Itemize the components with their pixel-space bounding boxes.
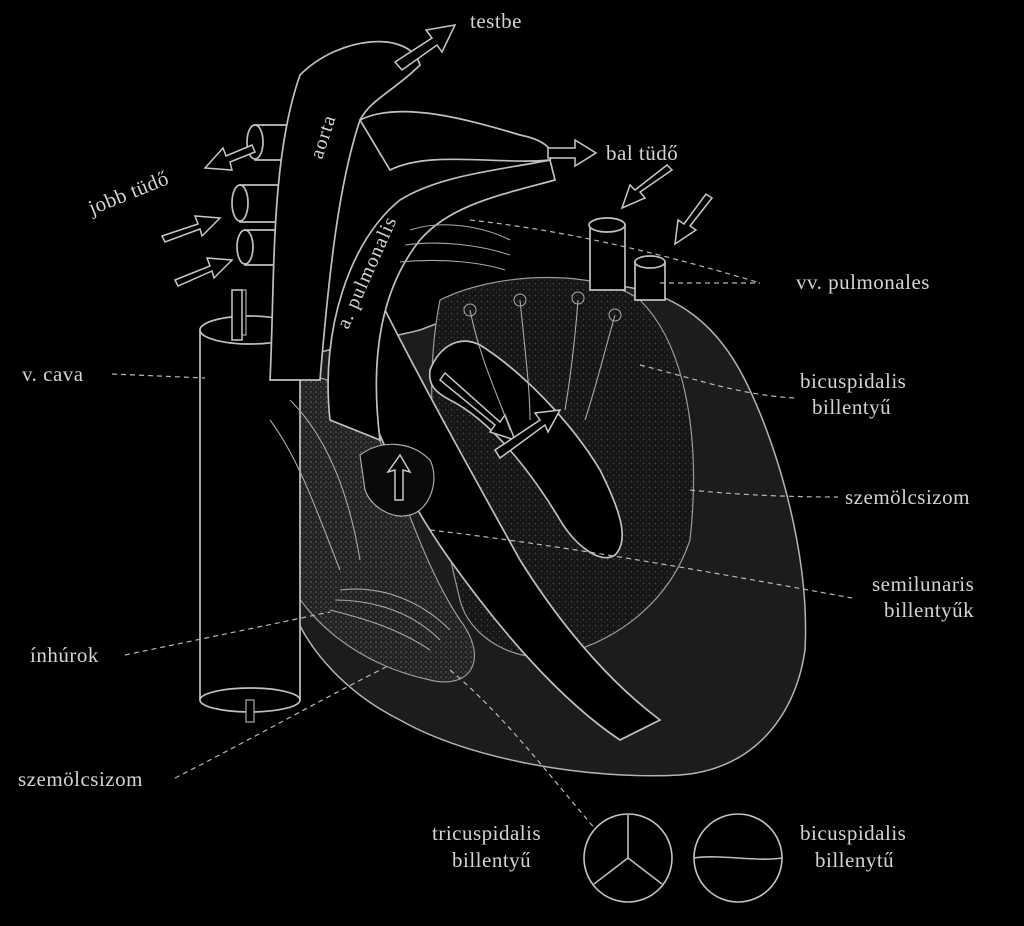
bicuspid-valve-cross-section (694, 814, 782, 902)
arrow-from-left-lung-2 (675, 194, 712, 244)
arrow-to-left-lung (548, 140, 596, 166)
label-tricuspidalis-1: tricuspidalis (432, 821, 541, 845)
arrow-from-right-lung-1 (162, 216, 220, 242)
arrow-from-left-lung-1 (622, 165, 672, 208)
label-bal-tudo: bal tüdő (606, 141, 678, 165)
label-bicuspidalis-billentyu-2: billentyű (812, 395, 891, 419)
label-semilunaris-1: semilunaris (872, 572, 974, 596)
tricuspid-valve-cross-section (584, 814, 672, 902)
arrow-from-right-lung-2 (175, 258, 232, 286)
label-semilunaris-2: billentyűk (884, 598, 974, 622)
arrow-vena-cava (232, 290, 242, 340)
arrow-to-right-lung (205, 145, 255, 170)
label-tricuspidalis-2: billentyű (452, 848, 531, 872)
label-szemolcsizom-left: szemölcsizom (18, 767, 143, 791)
label-testbe: testbe (470, 9, 522, 33)
label-szemolcsizom-right: szemölcsizom (845, 485, 970, 509)
label-vv-pulmonales: vv. pulmonales (796, 270, 930, 294)
label-bicuspidalis-billentyu-1: bicuspidalis (800, 369, 906, 393)
label-v-cava: v. cava (22, 362, 84, 386)
label-jobb-tudo: jobb tüdő (84, 166, 172, 220)
label-bicuspidalis-bottom-2: billenytű (815, 848, 894, 872)
label-inhurok: ínhúrok (30, 643, 99, 667)
label-bicuspidalis-bottom-1: bicuspidalis (800, 821, 906, 845)
